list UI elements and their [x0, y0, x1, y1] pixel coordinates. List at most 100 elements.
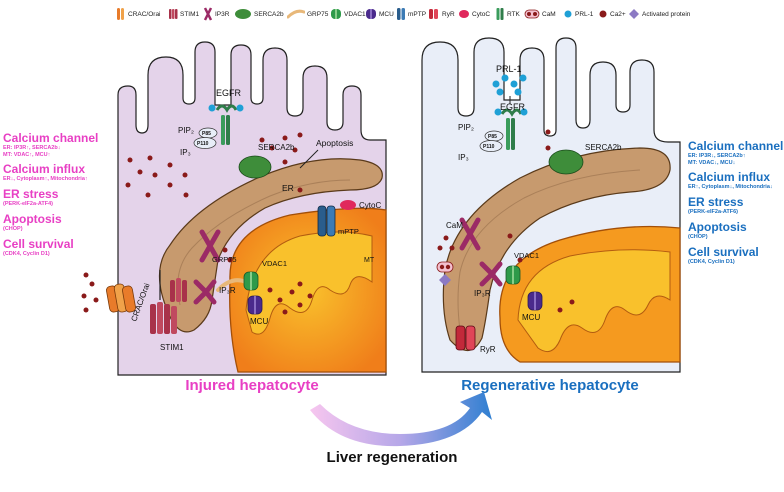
label-p85-right: P85 — [488, 134, 497, 140]
injured-er — [158, 158, 383, 333]
legend-label: RyR — [442, 10, 455, 18]
label-mcu-right: MCU — [522, 313, 540, 322]
label-ryr: RyR — [480, 345, 496, 354]
cytoc-molecule — [340, 200, 356, 210]
ip3r-channel-upper — [199, 229, 221, 263]
regenerative-hepatocyte-panel: PRL-1 EGFR PIP₂ IP₃ P85 P110 SERCA2b CaM… — [421, 37, 681, 394]
right-side-labels: Calcium channel ER: IP3R↓, SERCA2b↑ MT: … — [688, 140, 784, 266]
legend-item-serca2b: SERCA2b — [234, 6, 284, 22]
injured-hepatocyte-panel: EGFR PIP₂ IP₃ P85 P110 SERCA2b Apoptosis… — [81, 41, 387, 394]
label-mt: MT — [364, 257, 375, 264]
left-label-calcium-channel: Calcium channel — [3, 131, 99, 145]
cytoc-icon — [459, 10, 469, 18]
ryr-icon — [429, 9, 438, 19]
right-label-detail: (CHOP) — [688, 234, 708, 240]
left-side-labels: Calcium channel ER: IP3R↑, SERCA2b↓ MT: … — [3, 132, 113, 258]
legend-item-ip3r: IP3R — [203, 6, 229, 22]
left-label-apoptosis: Apoptosis — [3, 212, 62, 226]
right-label-detail: (CDK4, Cyclin D1) — [688, 259, 735, 265]
label-ip3-right: IP₃ — [458, 153, 469, 162]
legend-label: STIM1 — [180, 10, 200, 18]
activated-protein — [439, 274, 451, 286]
serca2b-pump — [238, 155, 272, 179]
right-label-er-stress: ER stress — [688, 195, 744, 209]
mcu-icon — [366, 9, 376, 19]
legend-label: Ca2+ — [610, 10, 626, 18]
liver-regeneration-title: Liver regeneration — [327, 449, 458, 466]
legend-item-cytoc: CytoC — [458, 6, 490, 22]
calcium-ions-left — [81, 132, 313, 315]
label-vdac1-right: VDAC1 — [514, 251, 539, 260]
right-label-calcium-influx: Calcium influx — [688, 170, 771, 184]
regenerative-hepatocyte-caption: Regenerative hepatocyte — [461, 377, 639, 394]
legend-item-crac-orai: CRAC/Orai — [116, 6, 161, 22]
label-p110-right: P110 — [483, 144, 495, 150]
left-label-detail: ER↓, Cytoplasm↑, Mitochondria↑ — [3, 176, 88, 182]
cam-icon — [524, 9, 540, 19]
label-pip2: PIP₂ — [178, 126, 194, 135]
legend-item-vdac1: VDAC1 — [330, 6, 366, 22]
left-label-cell-survival: Cell survival — [3, 237, 74, 251]
legend-item-ca2: Ca2+ — [598, 6, 626, 22]
label-egfr-right: EGFR — [500, 102, 526, 112]
stim1-cluster-2 — [170, 278, 187, 302]
left-label-er-stress: ER stress — [3, 187, 59, 201]
legend-item-mcu: MCU — [365, 6, 394, 22]
stim1-icon — [169, 9, 178, 19]
label-apoptosis: Apoptosis — [316, 138, 353, 148]
stim1-cluster — [150, 302, 177, 334]
legend-item-prl1: PRL-1 — [563, 6, 593, 22]
injured-hepatocyte-caption: Injured hepatocyte — [185, 377, 318, 394]
mptp-channel — [317, 205, 336, 237]
label-mptp: mPTP — [338, 227, 359, 236]
label-serca2b: SERCA2b — [258, 143, 295, 152]
right-label-detail: MT: VDAC↓, MCU↓ — [688, 160, 736, 166]
calcium-ions-right — [437, 129, 575, 313]
right-label-detail: (PERK-eIF2a-ATF6) — [688, 209, 739, 215]
left-label-calcium-influx: Calcium influx — [3, 162, 86, 176]
p110-badge-right — [479, 140, 503, 152]
label-ip3r: IP₃R — [219, 286, 236, 295]
legend-item-grp75: GRP75 — [287, 6, 328, 22]
ca2-icon — [599, 10, 607, 18]
rtk-icon — [496, 8, 504, 20]
serca2b-icon — [235, 9, 251, 19]
egfr-receptor — [215, 104, 238, 145]
ip3r-channel-lower — [193, 279, 217, 305]
p110-badge — [193, 137, 217, 149]
label-prl1: PRL-1 — [496, 64, 522, 74]
ip3r-icon — [203, 7, 213, 21]
activated-protein-icon — [629, 9, 639, 19]
legend-item-rtk: RTK — [495, 6, 520, 22]
ip3r-channel-upper-right — [459, 217, 481, 251]
crac-orai-icon — [117, 8, 124, 20]
liver-regeneration-arrow — [310, 392, 492, 447]
legend-label: VDAC1 — [344, 10, 366, 18]
label-stim1: STIM1 — [160, 343, 184, 352]
label-mcu: MCU — [250, 317, 268, 326]
cam-complex — [436, 261, 454, 286]
label-p110: P110 — [197, 141, 209, 147]
vdac1-icon — [331, 9, 341, 19]
label-pip2-right: PIP₂ — [458, 123, 474, 132]
left-label-detail: MT: VDAC↑, MCU↑ — [3, 152, 51, 158]
legend-label: CaM — [542, 10, 556, 18]
label-ip3: IP₃ — [180, 148, 191, 157]
legend-label: CytoC — [472, 10, 491, 18]
label-ip3r-right: IP₃R — [474, 289, 491, 298]
ryr-channel — [455, 325, 476, 351]
legend-label: PRL-1 — [575, 10, 594, 18]
legend-label: mPTP — [408, 10, 427, 18]
left-label-detail: (CDK4, Cyclin D1) — [3, 251, 50, 257]
legend-label: GRP75 — [307, 10, 329, 18]
egfr-receptor-right — [500, 108, 523, 150]
right-label-detail: ER↑, Cytoplasm↓, Mitochondria↓ — [688, 184, 773, 190]
right-label-apoptosis: Apoptosis — [688, 220, 747, 234]
prl1-molecules — [492, 74, 527, 96]
legend-item-ryr: RyR — [428, 6, 455, 22]
crac-orai-channel — [106, 283, 136, 313]
legend-item-cam: CaM — [524, 6, 556, 22]
legend-label: CRAC/Orai — [128, 10, 161, 18]
legend-item-activated-protein: Activated protein — [628, 6, 690, 22]
legend-item-mptp: mPTP — [396, 6, 426, 22]
